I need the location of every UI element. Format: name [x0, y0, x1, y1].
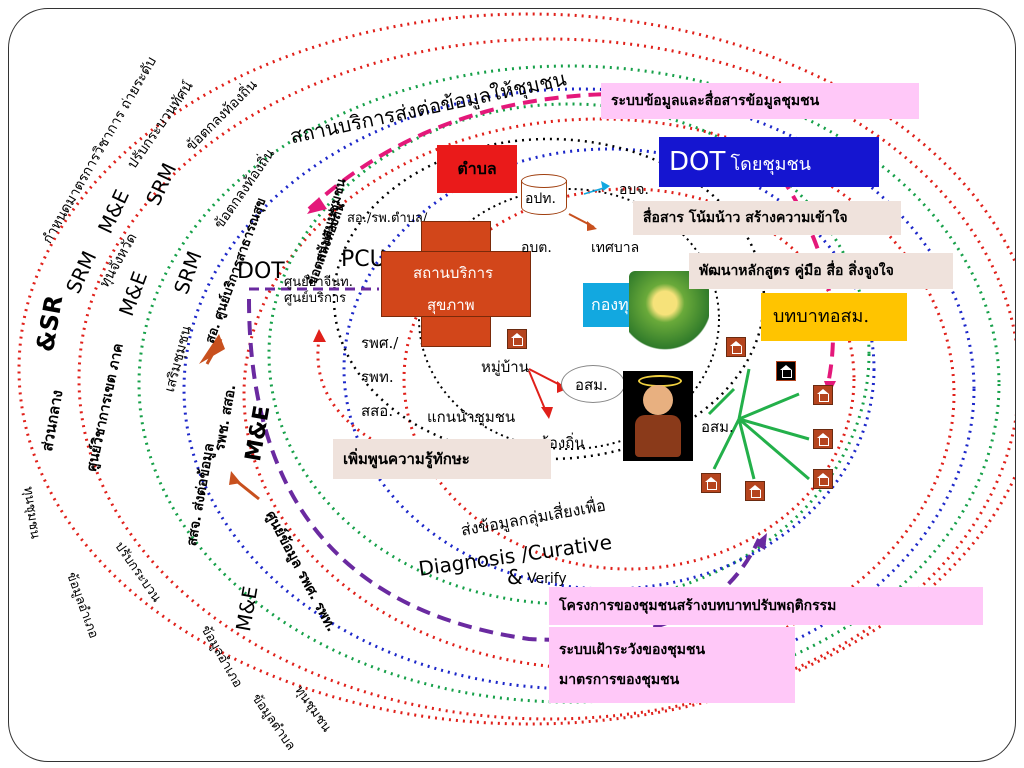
inner-ellipse-blue	[342, 147, 876, 591]
measures-text: มาตรการของชุมชน	[559, 672, 680, 688]
tambon-text: ตำบล	[457, 159, 497, 178]
label-service-center: ศูนย์บริการ	[284, 291, 347, 306]
label-so-rp: สอ./รพ.ตำบล/	[347, 211, 428, 226]
house-icon	[726, 337, 746, 357]
label-service-center-2: ศูนย์ยาจีนท.	[284, 275, 353, 290]
curriculum-text: พัฒนาหลักสูตร คู่มือ สื่อ สิ่งจูงใจ	[699, 263, 894, 279]
dot-community-text: โดยชุมชน	[730, 154, 811, 175]
house-icon-village	[507, 329, 527, 349]
role-osm-box: บทบาทอสม.	[761, 293, 907, 341]
red-arrow-village-2	[528, 370, 548, 415]
label-rps-3: สสอ.	[361, 402, 394, 420]
label-thesaban: เทศบาล	[591, 240, 640, 256]
label-village: หมู่บ้าน	[481, 358, 529, 376]
label-osm-oval: อสม.	[575, 376, 608, 394]
label-opt: อปท.	[525, 191, 556, 207]
pink-arrowhead-top	[307, 197, 327, 214]
kongtun-text: กองทุน	[591, 295, 640, 314]
cross-label-2: สุขภาพ	[427, 296, 475, 314]
red-dot-curve-left	[316, 338, 390, 451]
core-ellipse-black	[418, 188, 720, 450]
pink-dash-arc-top	[307, 92, 610, 211]
dot-community-box: DOT โดยชุมชน	[659, 137, 879, 187]
health-service-cross: สถานบริการ สุขภาพ	[381, 221, 531, 347]
osm-oval	[561, 365, 625, 403]
tambon-box: ตำบล	[437, 145, 517, 193]
red-arrowhead-left	[313, 329, 326, 342]
label-pcu: PCU	[341, 247, 386, 272]
purple-arrowhead	[754, 533, 767, 550]
label-rps-2: รพท.	[361, 368, 394, 386]
label-verify: Verify	[527, 571, 567, 587]
community-project-text: โครงการของชุมชนสร้างบทบาทปรับพฤติกรรม	[559, 598, 837, 614]
role-osm-text: บทบาทอสม.	[773, 306, 870, 327]
middle-ellipse-green	[267, 102, 871, 606]
surveillance-box: ระบบเฝ้าระวังของชุมชน มาตรการของชุมชน	[549, 627, 795, 703]
label-obj: อบจ.	[619, 182, 649, 198]
surveillance-text: ระบบเฝ้าระวังของชุมชน	[559, 642, 706, 658]
database-cylinder-icon: อปท.	[521, 174, 567, 218]
curriculum-box: พัฒนาหลักสูตร คู่มือ สื่อ สิ่งจูงใจ	[689, 253, 953, 289]
label-community-leaders: แกนนำชุมชน	[427, 408, 516, 426]
house-icon	[813, 469, 833, 489]
label-obt: อบต.	[521, 240, 552, 256]
inner-ellipse-red	[402, 187, 856, 571]
house-icon	[776, 361, 796, 381]
label-dot: DOT	[237, 259, 285, 284]
label-rps-1: รพศ./	[361, 334, 399, 352]
angel-figure-icon	[623, 371, 693, 461]
knowledge-box: เพิ่มพูนความรู้ทักษะ	[333, 439, 551, 479]
green-arrow-cluster	[707, 368, 810, 481]
slide-frame: กำหนดมาตรการวิชาการ ถ่ายระดับ SRM M&E ปร…	[8, 8, 1016, 762]
outer-ellipse-green	[137, 64, 1001, 704]
community-info-box: ระบบข้อมูลและสื่อสารข้อมูลชุมชน	[601, 83, 919, 119]
label-osm-2: อสม.	[701, 418, 734, 436]
diagram-canvas	[17, 12, 1015, 726]
dot-community-dot: DOT	[669, 147, 726, 177]
communication-text: สื่อสาร โน้มน้าว สร้างความเข้าใจ	[643, 210, 848, 226]
outer-ellipse-blue	[182, 87, 976, 691]
community-info-text: ระบบข้อมูลและสื่อสารข้อมูลชุมชน	[611, 93, 820, 109]
label-verify-amp: &	[507, 565, 523, 589]
community-project-box: โครงการของชุมชนสร้างบทบาทปรับพฤติกรรม	[549, 587, 983, 625]
house-icon	[813, 429, 833, 449]
house-icon	[701, 473, 721, 493]
cross-label-1: สถานบริการ	[413, 264, 494, 282]
outer-ellipse-red-3	[242, 117, 956, 671]
house-icon	[813, 385, 833, 405]
communication-box: สื่อสาร โน้มน้าว สร้างความเข้าใจ	[633, 201, 901, 235]
knowledge-text: เพิ่มพูนความรู้ทักษะ	[343, 450, 470, 468]
house-icon	[745, 481, 765, 501]
